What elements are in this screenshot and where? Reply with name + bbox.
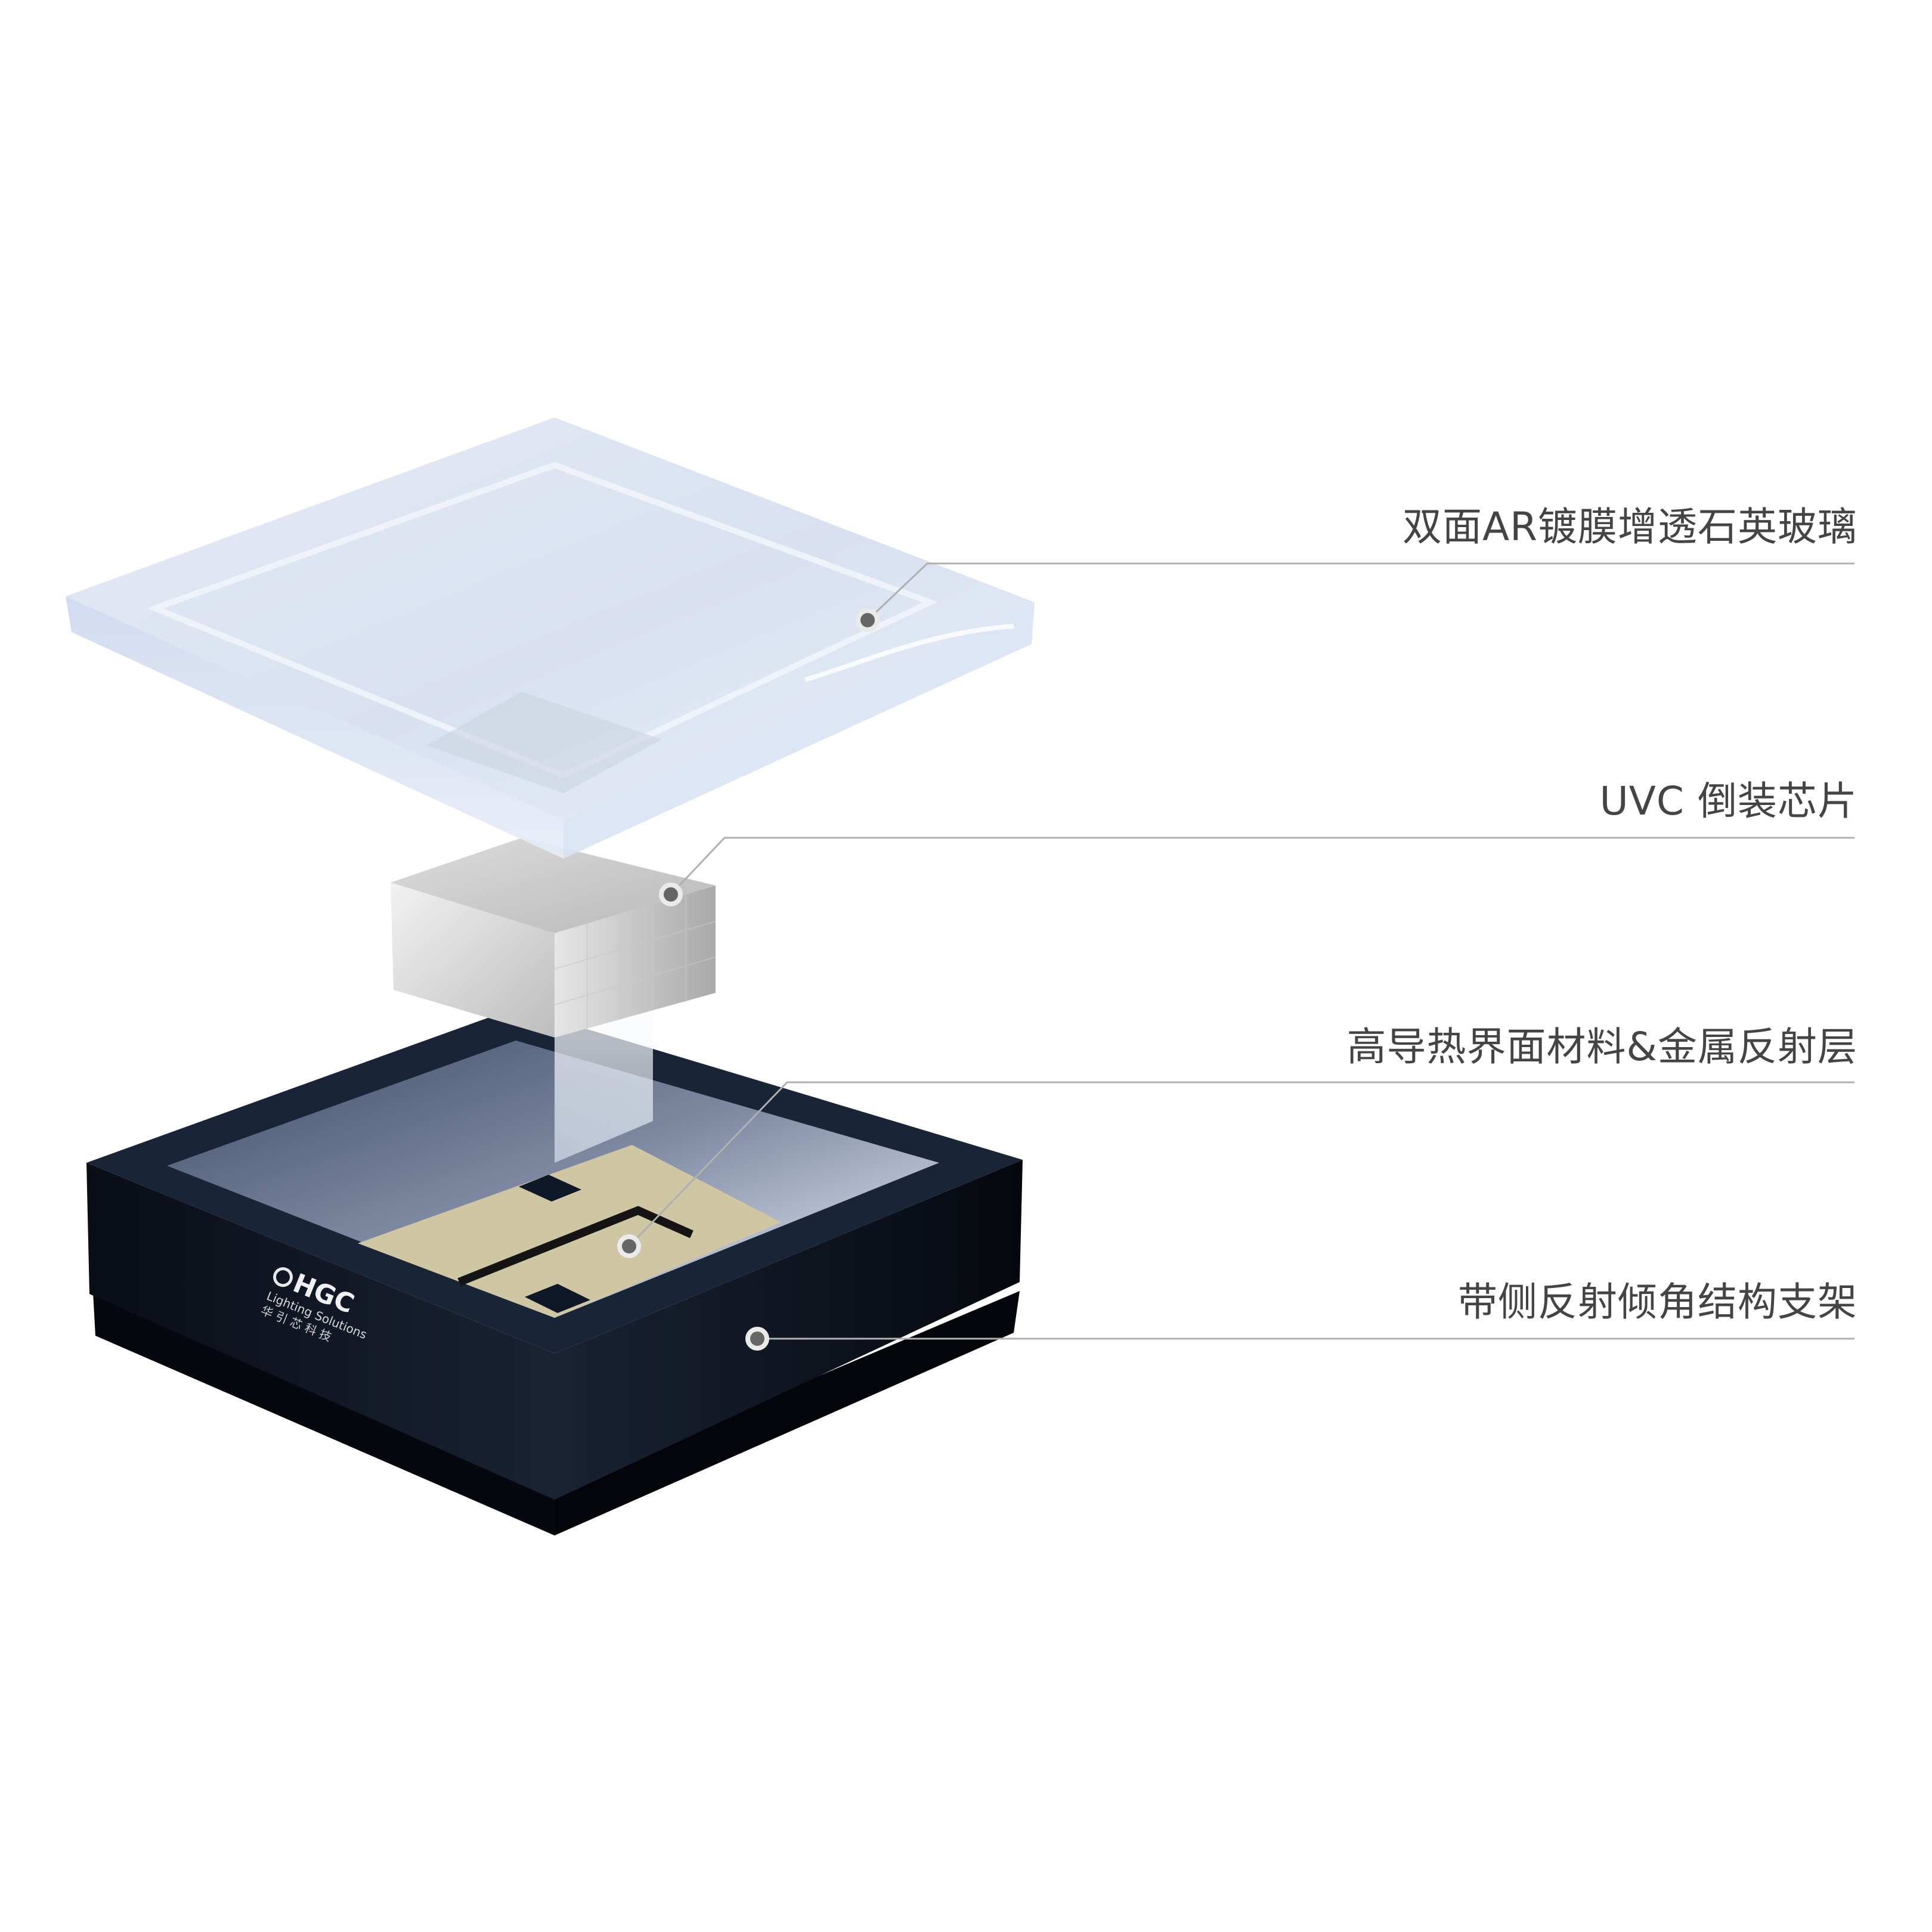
leader-tim bbox=[628, 1081, 1854, 1247]
callout-leaders bbox=[628, 562, 1854, 1340]
bracket-frame: HGC Lighting Solutions 华 引 芯 科 技 bbox=[86, 1008, 1023, 1535]
metal-reflective-pad bbox=[358, 1145, 781, 1318]
quartz-glass-plate bbox=[66, 417, 1035, 859]
base-plate-right bbox=[555, 1291, 1020, 1535]
chip-top-face bbox=[391, 838, 716, 933]
pad-separator-trace bbox=[457, 1206, 693, 1286]
glass-specular-highlight bbox=[804, 624, 1014, 682]
label-uvc-chip: UVC 倒装芯片 bbox=[1599, 778, 1857, 824]
label-quartz-glass: 双面AR镀膜增透石英玻璃 bbox=[1402, 504, 1857, 550]
callout-markers bbox=[617, 608, 880, 1351]
frame-right-face bbox=[555, 1160, 1023, 1500]
chip-right-face bbox=[555, 886, 716, 1038]
glass-chip-reflection bbox=[426, 692, 662, 793]
chip-left-face bbox=[391, 883, 555, 1038]
chip-grid-texture bbox=[554, 894, 716, 1029]
logo-mark-icon bbox=[273, 1267, 293, 1287]
label-thermal-interface: 高导热界面材料&金属反射层 bbox=[1346, 1024, 1857, 1070]
frame-left-face bbox=[86, 1163, 555, 1500]
marker-glass bbox=[856, 608, 880, 632]
uvc-flip-chip bbox=[391, 838, 716, 1038]
marker-chip bbox=[659, 883, 683, 906]
glass-left-edge bbox=[66, 596, 564, 859]
leader-chip bbox=[670, 837, 1854, 896]
glass-right-edge bbox=[564, 602, 1035, 859]
glass-top-face bbox=[66, 417, 1035, 820]
label-bracket: 带侧反射倾角结构支架 bbox=[1458, 1279, 1857, 1325]
leader-glass bbox=[866, 562, 1854, 621]
bump-pad-1 bbox=[519, 1175, 581, 1202]
glass-inner-bevel bbox=[147, 462, 938, 779]
marker-tim bbox=[617, 1234, 641, 1258]
marker-frame bbox=[745, 1327, 769, 1351]
bump-pad-2 bbox=[525, 1284, 590, 1313]
